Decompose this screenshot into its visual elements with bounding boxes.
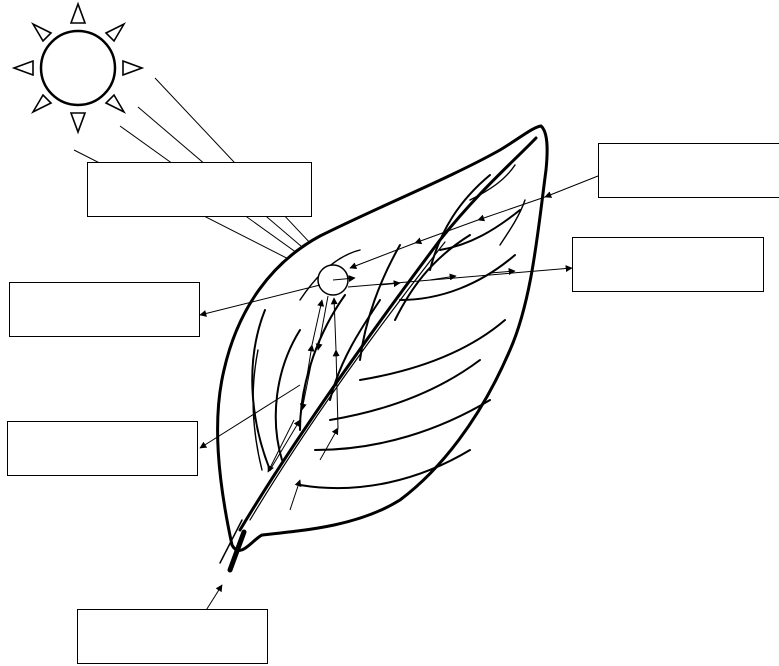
arrow-water-down-1 [315,295,329,351]
sun-ray [69,1,87,24]
vein [499,199,526,246]
water-label-box[interactable] [7,421,198,476]
vein [469,164,516,201]
arrow-to-co2-box [347,265,573,288]
arrow-from-leaf-surface [544,175,599,198]
leaf-stem [227,529,247,573]
arrow-leaf-inner-3 [349,242,416,270]
sun-icon [11,1,145,135]
vein [394,234,471,321]
arrow-to-sunlight-box [332,275,356,283]
arrow-mid-1 [379,280,401,288]
sun-ray [11,59,34,77]
arrow-mid-2 [429,273,457,281]
arrow-mid-3 [489,268,516,275]
vein [359,244,401,361]
leaf-blade [216,124,549,552]
arrow-sugar-up-2 [319,427,339,461]
co2-label-box[interactable] [572,237,764,292]
vein [252,349,263,471]
arrow-leaf-inner-1 [477,196,546,222]
arrow-to-water-box [199,384,301,449]
sun-ray [104,22,127,43]
vein [429,174,491,271]
arrow-water-up-1 [269,419,301,471]
arrow-water-down-3 [267,419,295,473]
arrow-water-up-3 [311,299,325,346]
flow-arrows [199,175,599,613]
vein [299,449,471,490]
midrib-inner [249,241,446,521]
vein [399,254,516,301]
sun-ray [30,93,53,114]
oxygen-label-box[interactable] [9,282,200,337]
midrib [238,136,538,532]
arrow-water-down-2 [299,359,313,411]
arrow-leaf-inner-2 [414,219,479,245]
vein [314,399,491,451]
vein [359,319,506,381]
leaf-surface-label-box[interactable] [598,143,779,198]
leaf-stem-inner [219,519,243,564]
sun-ray [30,22,53,43]
leaf [216,124,549,573]
sunlight-label-box[interactable] [87,162,312,217]
arrow-to-oxygen-box [199,284,321,317]
arrow-sugar-up-3 [332,349,340,429]
sun-ray [69,112,87,135]
vein [329,359,481,421]
arrow-sugar-up-4 [330,297,338,351]
vein [274,329,301,461]
vein [439,209,521,251]
stem-label-box[interactable] [77,609,268,664]
arrow-to-stem [204,584,223,613]
sun-disc [39,29,117,107]
vein [329,299,381,401]
sun-ray [104,93,127,114]
arrow-sugar-up-1 [289,479,302,511]
sun-ray [122,59,145,77]
